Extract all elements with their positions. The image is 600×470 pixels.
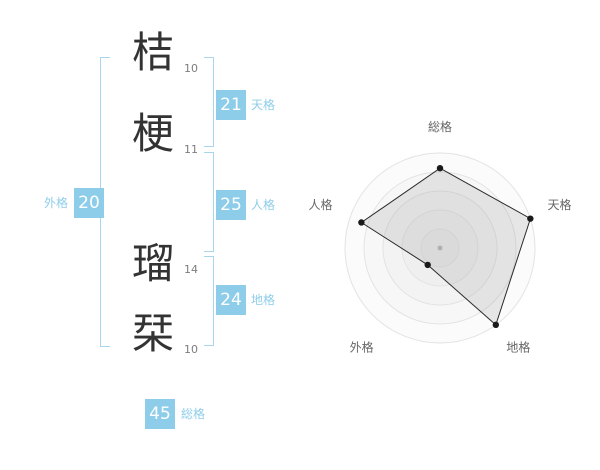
gaikaku-label: 外格 [44, 196, 69, 210]
stroke-count-4: 10 [184, 343, 198, 356]
radar-ring [363, 171, 517, 325]
chikaku-value-badge: 24 [216, 285, 246, 315]
name-character-1: 桔 [132, 28, 175, 77]
radar-axis-label: 人格 [308, 197, 332, 212]
jinkaku-bracket [204, 152, 214, 252]
stroke-count-2: 11 [184, 143, 198, 156]
jinkaku-value-badge: 25 [216, 190, 246, 220]
tenkaku-label: 天格 [251, 98, 276, 112]
radar-axis-label: 地格 [506, 339, 530, 354]
radar-axis-label: 総格 [428, 119, 452, 134]
stroke-count-3: 14 [184, 263, 198, 276]
gaikaku-value-badge: 20 [74, 188, 104, 218]
radar-point [436, 165, 444, 172]
radar-ring [344, 152, 536, 344]
name-character-3: 瑠 [132, 239, 175, 288]
chikaku-bracket [204, 256, 214, 346]
radar-axis-label: 外格 [350, 339, 374, 354]
radar-axis-label: 天格 [548, 197, 572, 212]
name-character-2: 梗 [132, 109, 175, 158]
name-character-4: 栞 [132, 309, 175, 358]
soukaku-label: 総格 [181, 407, 206, 421]
tenkaku-value-badge: 21 [216, 90, 246, 120]
soukaku-value-badge: 45 [145, 399, 175, 429]
radar-point [358, 219, 365, 226]
radar-center-dot [437, 245, 443, 251]
radar-polygon [360, 167, 532, 326]
jinkaku-label: 人格 [251, 198, 276, 212]
stroke-count-1: 10 [184, 62, 198, 75]
tenkaku-bracket [204, 57, 214, 147]
radar-point [527, 215, 534, 222]
radar-point [424, 261, 431, 269]
radar-ring [382, 190, 498, 306]
chikaku-label: 地格 [251, 293, 276, 307]
radar-point [492, 321, 500, 329]
radar-ring [420, 228, 460, 268]
